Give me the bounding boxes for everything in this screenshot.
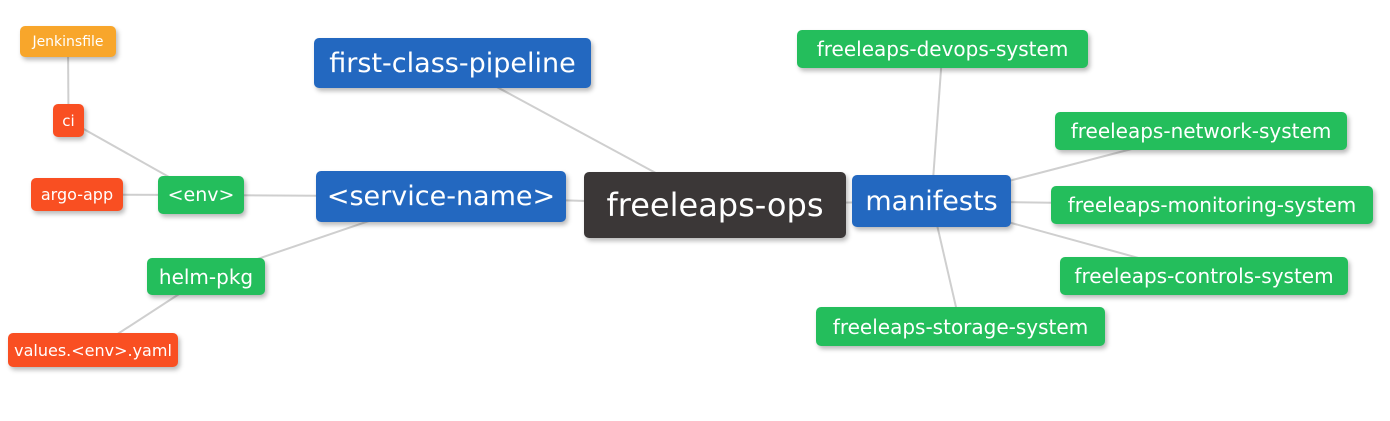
node-helm-pkg[interactable]: helm-pkg — [147, 258, 265, 295]
node-manifests[interactable]: manifests — [852, 175, 1011, 227]
node-argo-app[interactable]: argo-app — [31, 178, 123, 211]
node-values-env-yaml[interactable]: values.<env>.yaml — [8, 333, 178, 367]
node-ci[interactable]: ci — [53, 104, 84, 137]
node-first-class-pipeline[interactable]: first-class-pipeline — [314, 38, 591, 88]
node-service-name[interactable]: <service-name> — [316, 171, 566, 222]
node-freeleaps-controls-system[interactable]: freeleaps-controls-system — [1060, 257, 1348, 295]
node-env[interactable]: <env> — [158, 176, 244, 214]
node-freeleaps-storage-system[interactable]: freeleaps-storage-system — [816, 307, 1105, 346]
node-freeleaps-network-system[interactable]: freeleaps-network-system — [1055, 112, 1347, 150]
node-freeleaps-monitoring-system[interactable]: freeleaps-monitoring-system — [1051, 186, 1373, 224]
node-freeleaps-ops[interactable]: freeleaps-ops — [584, 172, 846, 238]
node-freeleaps-devops-system[interactable]: freeleaps-devops-system — [797, 30, 1088, 68]
node-jenkinsfile[interactable]: Jenkinsfile — [20, 26, 116, 57]
